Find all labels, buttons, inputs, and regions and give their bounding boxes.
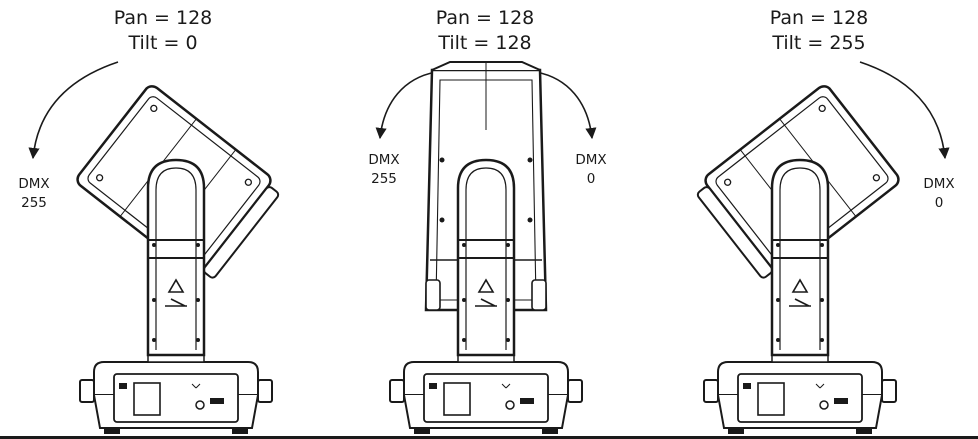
panel-tilt-255: Pan = 128 Tilt = 255 DMX 0 (652, 0, 978, 439)
tilt-label: Tilt = 128 (438, 32, 532, 54)
panel-header: Pan = 128 Tilt = 255 (719, 6, 919, 56)
pan-label: Pan = 128 (113, 7, 213, 29)
rotation-arrow-icon (375, 71, 437, 140)
panel-header: Pan = 128 Tilt = 0 (63, 6, 263, 56)
pan-label: Pan = 128 (769, 7, 869, 29)
moving-head-fixture-icon (375, 61, 597, 435)
dmx-label: DMX 255 (18, 176, 50, 211)
tilt-label: Tilt = 0 (128, 32, 198, 54)
pan-label: Pan = 128 (435, 7, 535, 29)
rotation-arrow-icon (859, 61, 950, 160)
panel-header: Pan = 128 Tilt = 128 (385, 6, 585, 56)
panel-tilt-128: Pan = 128 Tilt = 128 DMX 255 DMX 0 (326, 0, 652, 439)
moving-head-fixture-icon (690, 61, 950, 435)
floor-line (0, 436, 978, 439)
rotation-arrow-icon (28, 61, 119, 160)
rotation-arrow-icon (535, 71, 597, 140)
dmx-label: DMX 0 (923, 176, 955, 211)
dmx-label-right: DMX 0 (575, 152, 607, 187)
dmx-label-left: DMX 255 (368, 152, 400, 187)
tilt-label: Tilt = 255 (772, 32, 866, 54)
panel-tilt-0: Pan = 128 Tilt = 0 DMX 255 (0, 0, 326, 439)
moving-head-fixture-icon (28, 61, 286, 435)
